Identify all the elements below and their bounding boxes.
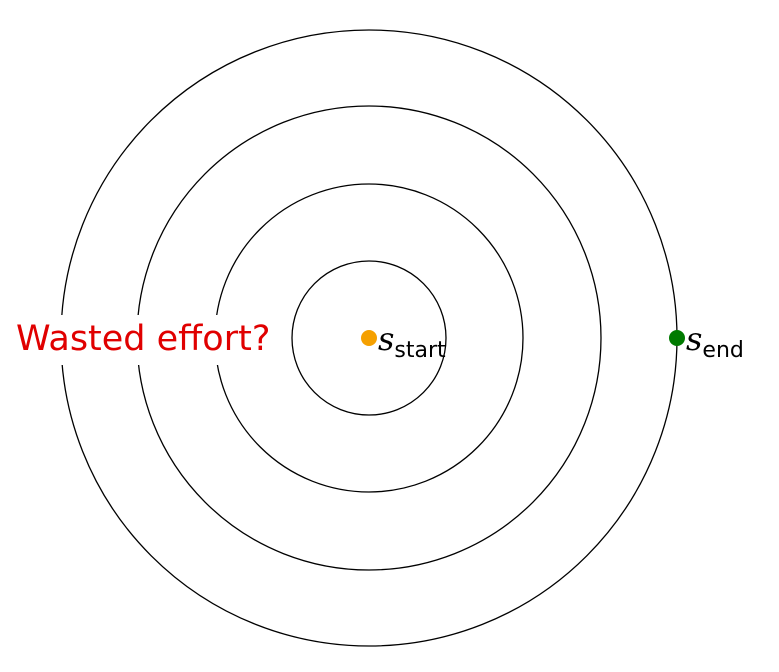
- frontier-ring-1: [291, 260, 447, 416]
- end-node-dot: [669, 330, 685, 346]
- end-node-label: send: [686, 320, 744, 363]
- warning-label-background: [14, 315, 260, 365]
- start-node-label: sstart: [378, 320, 446, 363]
- end-node: send: [669, 320, 744, 363]
- end-node-symbol: s: [686, 320, 702, 358]
- start-node: sstart: [361, 320, 446, 363]
- end-node-subscript: end: [702, 338, 743, 363]
- wasted-effort-label: Wasted effort?: [16, 319, 270, 359]
- start-node-symbol: s: [378, 320, 394, 358]
- start-node-dot: [361, 330, 377, 346]
- start-node-subscript: start: [394, 338, 446, 363]
